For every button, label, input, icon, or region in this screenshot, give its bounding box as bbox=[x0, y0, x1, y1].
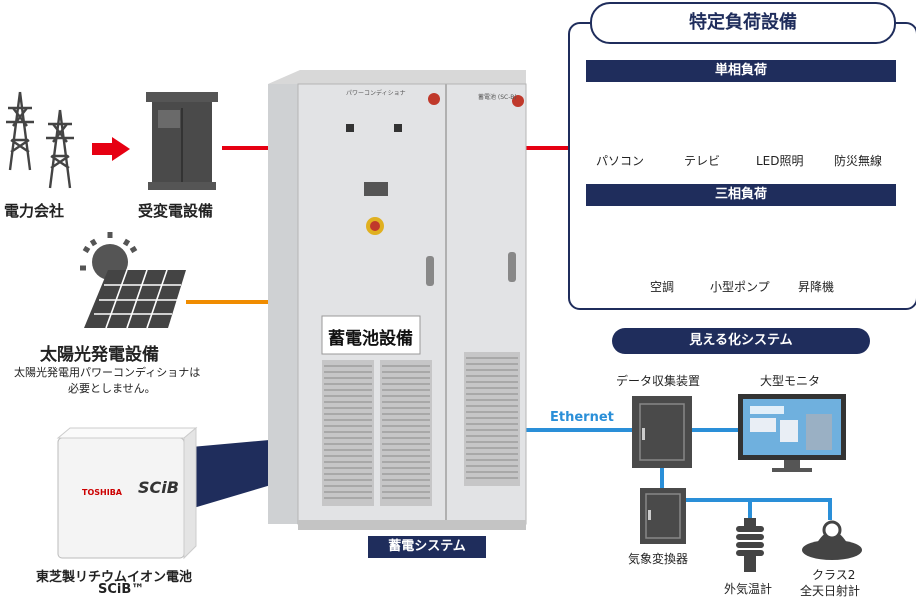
thermometer-icon bbox=[736, 518, 764, 572]
solar-panel-icon bbox=[84, 269, 186, 329]
single-item-radio: 防災無線 bbox=[834, 154, 883, 168]
cabinet-panel-label: 蓄電池設備 bbox=[328, 329, 413, 349]
three-item-pump: 小型ポンプ bbox=[710, 280, 770, 294]
single-item-pc: パソコン bbox=[596, 154, 645, 168]
battery-logo: SCiB bbox=[138, 478, 179, 497]
monitor-label: 大型モニタ bbox=[760, 374, 821, 388]
substation-label: 受変電設備 bbox=[138, 202, 214, 220]
power-company-label: 電力会社 bbox=[4, 202, 65, 220]
battery-caption-line1: 東芝製リチウムイオン電池 bbox=[36, 570, 193, 585]
specific-load-title: 特定負荷設備 bbox=[590, 2, 896, 44]
thermometer-label: 外気温計 bbox=[724, 582, 773, 596]
single-phase-bar: 単相負荷 bbox=[586, 60, 896, 82]
arrow-icon bbox=[92, 137, 130, 161]
data-collector-label: データ収集装置 bbox=[616, 374, 701, 388]
pyranometer-label-line2: 全天日射計 bbox=[800, 584, 861, 598]
power-pylon-icon bbox=[6, 91, 74, 189]
weather-converter-icon bbox=[640, 488, 686, 544]
data-collector-icon bbox=[632, 396, 692, 468]
solar-note-line1: 太陽光発電用パワーコンディショナは bbox=[14, 366, 201, 379]
single-item-tv: テレビ bbox=[684, 154, 721, 168]
battery-brand: TOSHIBA bbox=[82, 488, 122, 497]
substation-icon bbox=[146, 92, 218, 190]
monitor-icon bbox=[738, 394, 846, 472]
cabinet-image bbox=[268, 70, 527, 530]
ethernet-label: Ethernet bbox=[550, 410, 614, 425]
three-item-ac: 空調 bbox=[650, 280, 675, 294]
weather-converter-label: 気象変換器 bbox=[628, 552, 689, 566]
pyranometer-icon bbox=[802, 520, 862, 560]
pyranometer-label-line1: クラス2 bbox=[812, 568, 856, 582]
three-item-elevator: 昇降機 bbox=[798, 280, 835, 294]
battery-cell-image bbox=[56, 426, 198, 560]
left-door-caption: パワーコンディショナ bbox=[346, 90, 406, 97]
system-tag: 蓄電システム bbox=[368, 536, 486, 558]
solar-note-line2: 必要としません。 bbox=[68, 382, 156, 395]
solar-title: 太陽光発電設備 bbox=[40, 345, 159, 365]
three-phase-bar: 三相負荷 bbox=[586, 184, 896, 206]
battery-caption-line2: SCiB™ bbox=[98, 582, 145, 597]
single-item-led: LED照明 bbox=[756, 154, 804, 168]
visualization-title: 見える化システム bbox=[612, 328, 870, 354]
sensor-line bbox=[686, 498, 832, 520]
right-door-caption: 蓄電池 (SC-B) bbox=[478, 94, 517, 101]
